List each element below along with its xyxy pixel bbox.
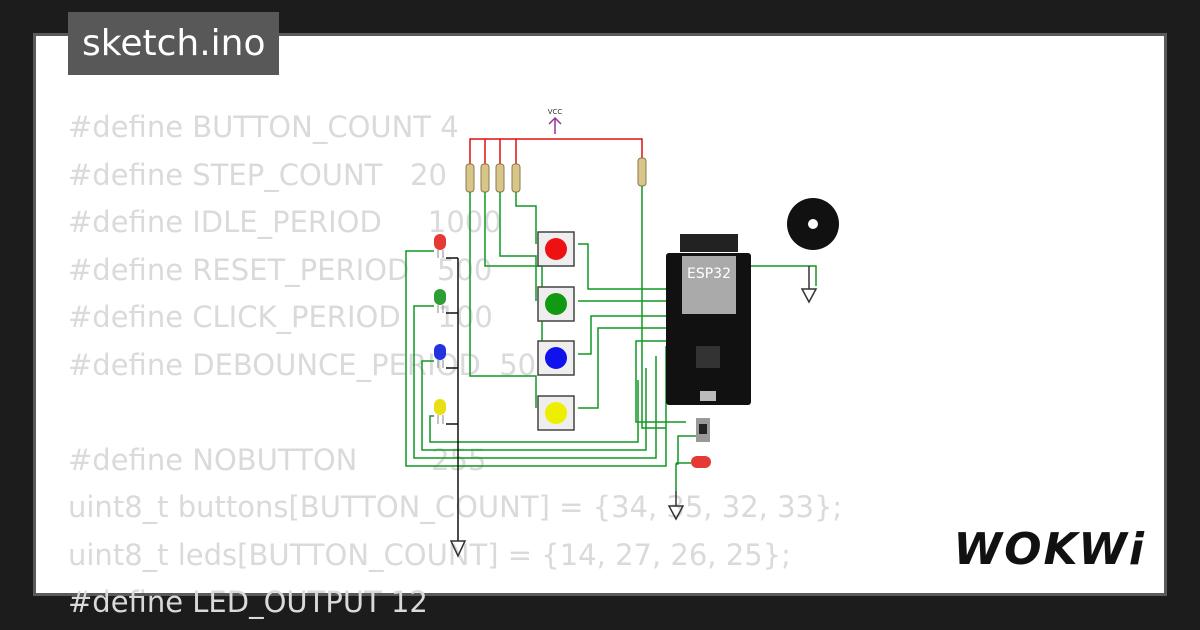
- pushbutton-green[interactable]: [537, 286, 575, 322]
- esp32-board: ESP32: [666, 234, 751, 405]
- preview-card: #define BUTTON_COUNT 4 #define STEP_COUNT…: [33, 33, 1167, 619]
- code-line: #define LED_OUTPUT 12: [68, 585, 428, 619]
- led-output: [691, 456, 711, 468]
- led-green: [434, 289, 446, 313]
- resistor: [511, 163, 521, 193]
- pushbutton-red[interactable]: [537, 231, 575, 267]
- buzzer: [787, 198, 839, 250]
- ground-icon: [449, 540, 467, 558]
- slide-switch[interactable]: [696, 418, 710, 442]
- led-yellow: [434, 399, 446, 424]
- file-tab[interactable]: sketch.ino: [68, 12, 280, 75]
- code-line: #define NOBUTTON 255: [68, 442, 487, 477]
- code-line: #define CLICK_PERIOD 100: [68, 300, 493, 334]
- resistor: [637, 157, 647, 187]
- pushbutton-yellow[interactable]: [537, 395, 575, 431]
- code-line: #define RESET_PERIOD 500: [68, 252, 493, 287]
- wokwi-logo: WOKWi: [953, 524, 1146, 575]
- code-line: #define BUTTON_COUNT 4: [68, 110, 459, 144]
- resistor: [465, 163, 475, 193]
- resistor: [495, 163, 505, 193]
- ground-icon: [667, 505, 685, 521]
- ground-symbols: [449, 266, 818, 558]
- code-line: uint8_t leds[BUTTON_COUNT] = {14, 27, 26…: [68, 537, 791, 572]
- code-line: #define STEP_COUNT 20: [68, 157, 447, 192]
- ground-wires: [446, 257, 459, 541]
- vcc-symbol: VCC: [548, 108, 563, 134]
- circuit-diagram: VCC: [405, 108, 839, 558]
- code-background: #define BUTTON_COUNT 4 #define STEP_COUNT…: [68, 104, 842, 627]
- resistor: [480, 163, 490, 193]
- resistor-bank: [465, 157, 647, 193]
- ground-icon: [800, 288, 818, 304]
- power-wires: [469, 138, 643, 164]
- esp32-label: ESP32: [687, 266, 731, 282]
- code-line: #define IDLE_PERIOD 1000: [68, 205, 502, 239]
- vcc-label: VCC: [548, 108, 563, 116]
- code-line: uint8_t buttons[BUTTON_COUNT] = {34, 35,…: [68, 490, 843, 524]
- signal-wires: [405, 186, 817, 491]
- led-red: [434, 234, 446, 258]
- led-blue: [434, 344, 446, 368]
- pushbutton-blue[interactable]: [537, 340, 575, 376]
